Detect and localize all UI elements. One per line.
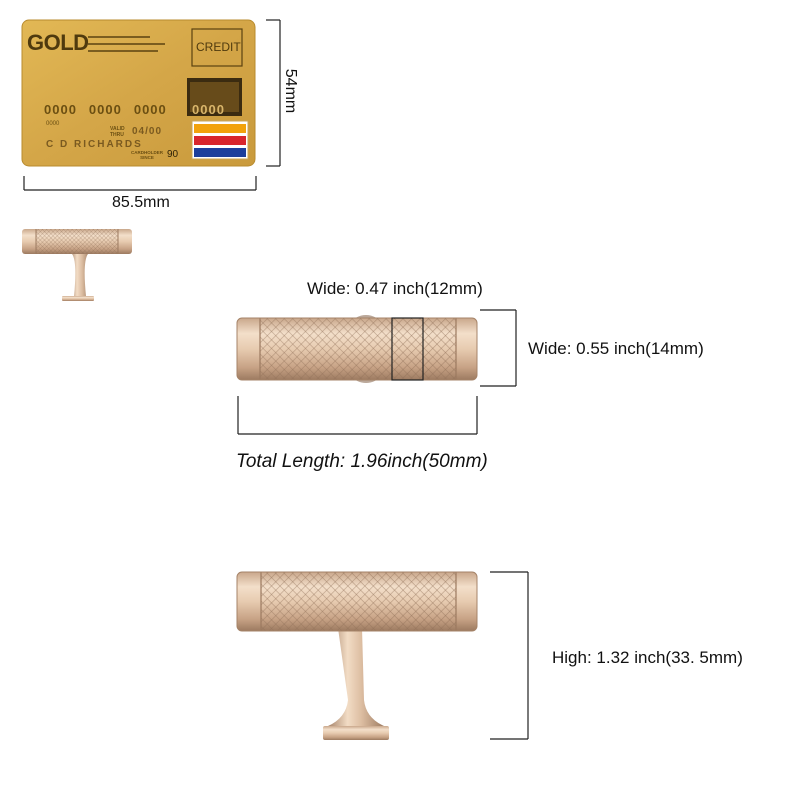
card-number-group: 0000 bbox=[44, 102, 77, 117]
credit-box bbox=[191, 28, 243, 67]
height-dimension bbox=[490, 571, 529, 740]
knob-front-view bbox=[236, 571, 478, 740]
card-width-label: 85.5mm bbox=[112, 194, 170, 211]
card-expiry: 04/00 bbox=[132, 126, 163, 137]
card-number-group: 0000 bbox=[133, 102, 167, 117]
credit-card bbox=[21, 19, 256, 167]
card-since-label: CARDHOLDER SINCE bbox=[131, 150, 163, 160]
top-width-label: Wide: 0.47 inch(12mm) bbox=[307, 279, 483, 298]
card-number-group: 0000 bbox=[192, 102, 225, 117]
card-height-dimension bbox=[266, 19, 281, 167]
height-label: High: 1.32 inch(33. 5mm) bbox=[552, 648, 743, 667]
card-type-label: CREDIT bbox=[196, 40, 241, 54]
stripe-blue bbox=[194, 148, 246, 157]
card-height-label: 54mm bbox=[282, 68, 300, 114]
total-length-dimension bbox=[237, 396, 478, 435]
card-valid-label: VALID THRU bbox=[110, 126, 125, 138]
card-number: 0000 0000 0000 bbox=[44, 102, 184, 117]
knob-thumbnail bbox=[22, 229, 132, 301]
card-number-group: 0000 bbox=[88, 102, 122, 117]
side-width-dimension bbox=[480, 309, 517, 387]
knob-top-view bbox=[236, 315, 478, 383]
card-width-dimension bbox=[23, 176, 257, 191]
stripe-red bbox=[194, 136, 246, 145]
card-holder-name: C D RICHARDS bbox=[46, 139, 143, 150]
card-small-number: 0000 bbox=[46, 121, 60, 127]
card-brand: GOLD bbox=[27, 30, 89, 55]
card-since-year: 90 bbox=[167, 149, 179, 160]
stripe-orange bbox=[194, 124, 246, 133]
side-width-label: Wide: 0.55 inch(14mm) bbox=[528, 339, 704, 358]
top-width-box bbox=[391, 317, 424, 381]
total-length-label: Total Length: 1.96inch(50mm) bbox=[236, 451, 488, 472]
